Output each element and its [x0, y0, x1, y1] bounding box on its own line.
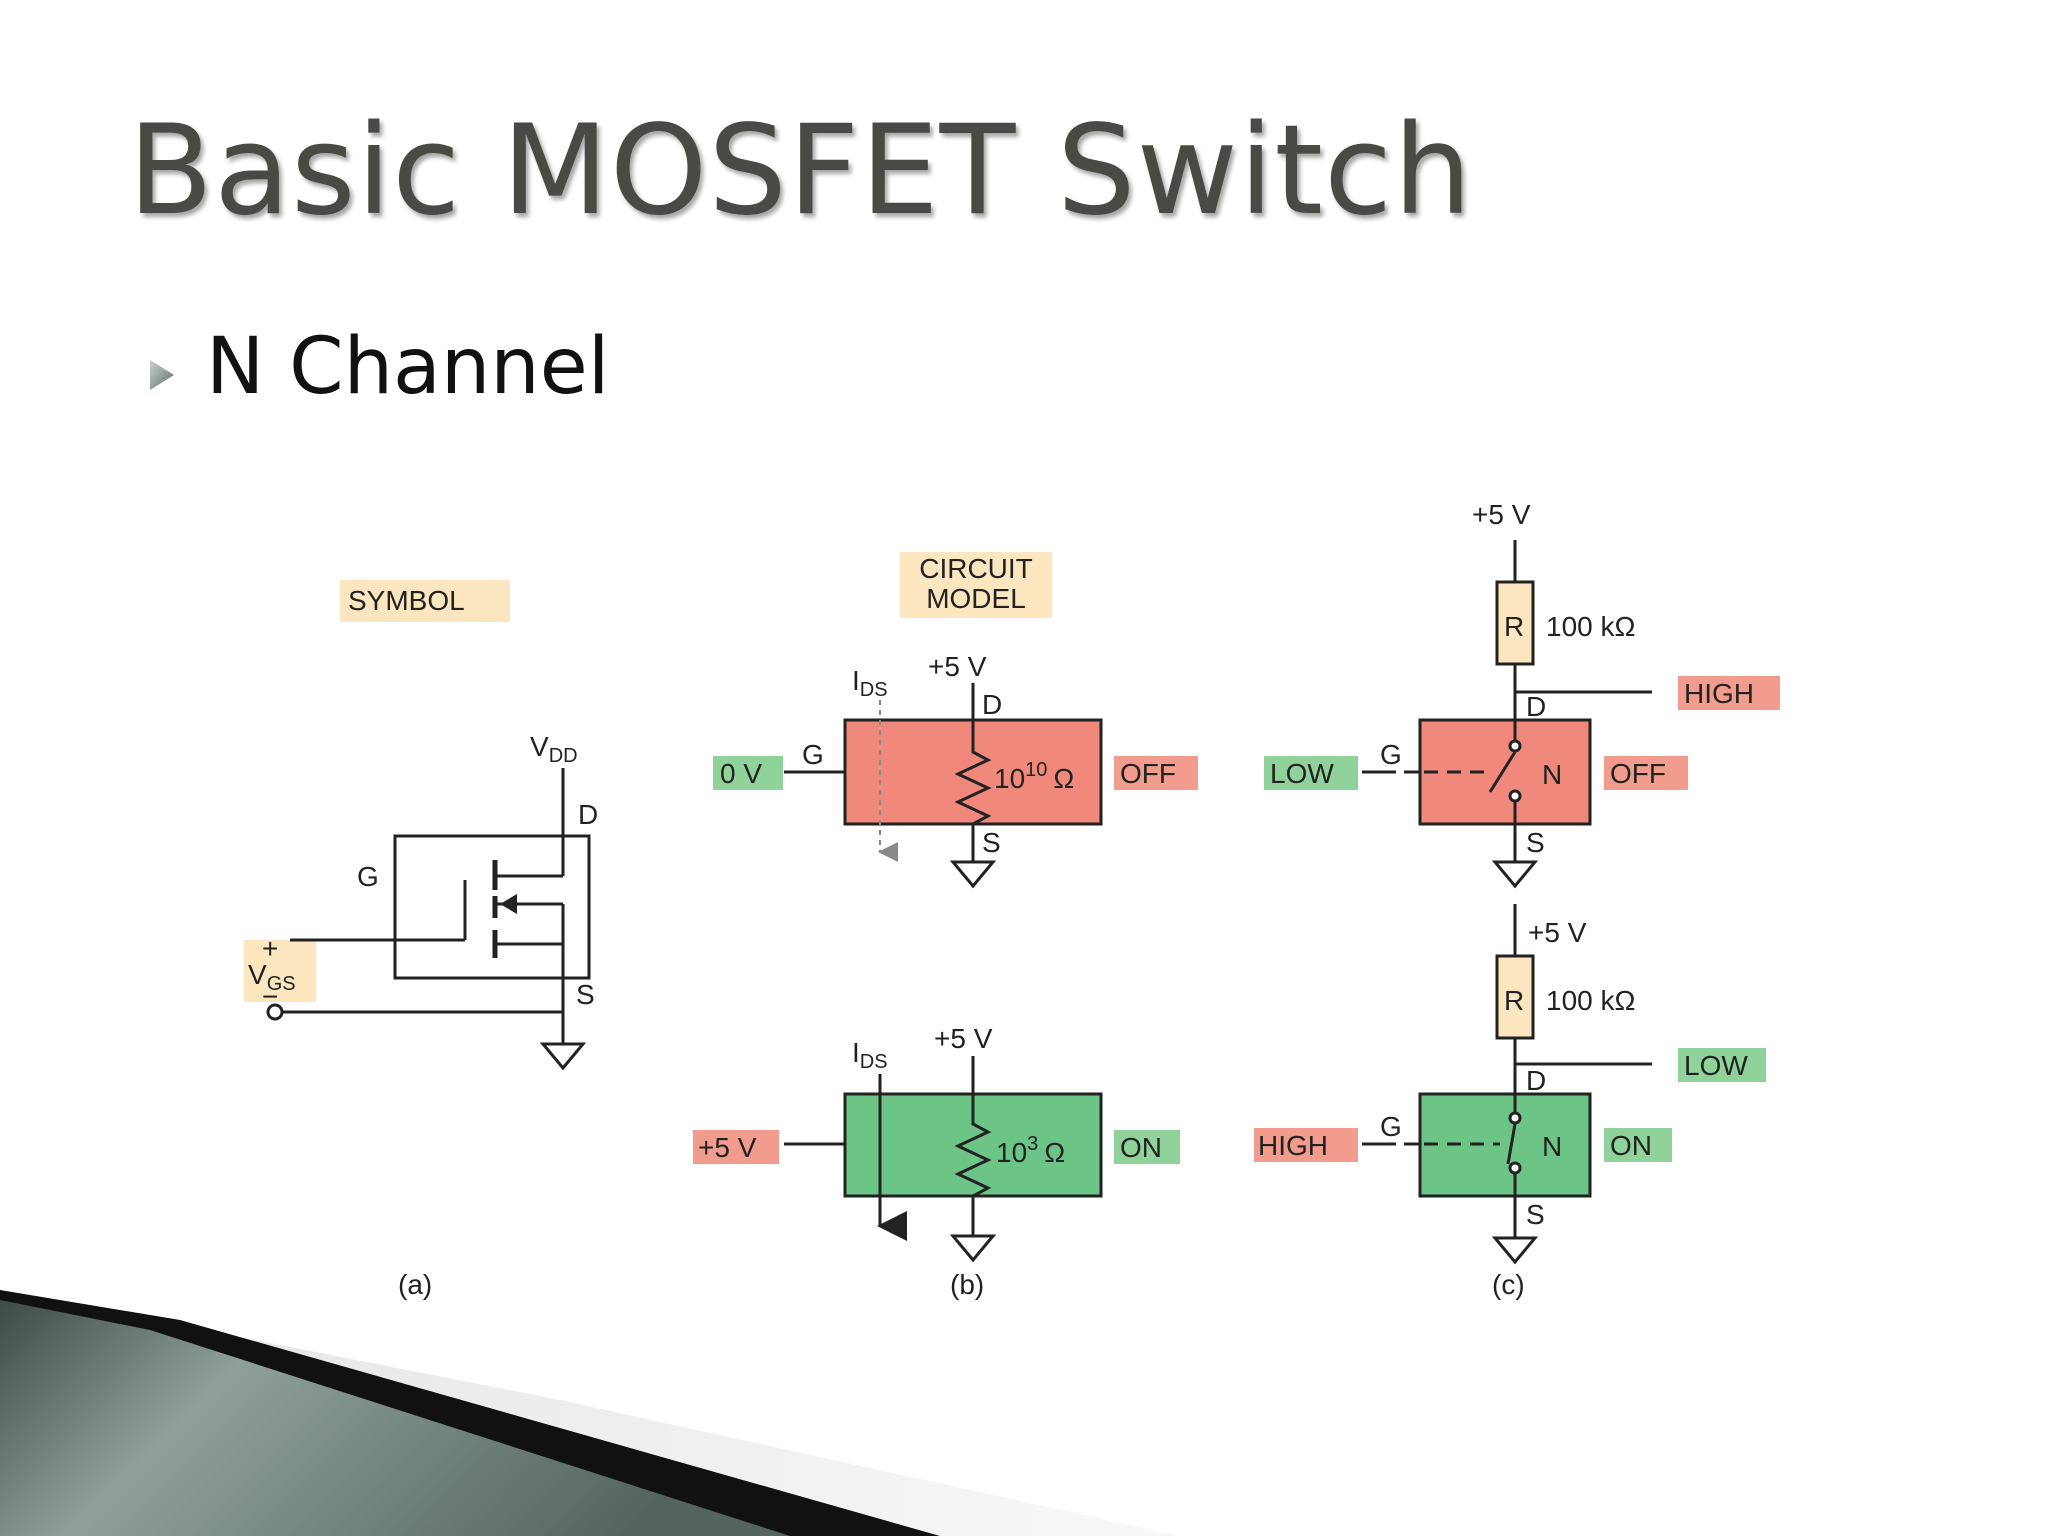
ground-icon-b-bottom	[949, 1234, 997, 1263]
ground-icon-c-bottom	[1491, 1236, 1539, 1265]
gate-value-b-top: 0 V	[720, 758, 762, 789]
slide-title: Basic MOSFET Switch	[128, 99, 1473, 243]
resistor-value-c-top: 100 kΩ	[1546, 611, 1635, 642]
gate-c-bottom: G	[1380, 1111, 1402, 1142]
resistor-value-c-bottom: 100 kΩ	[1546, 985, 1635, 1016]
vgs-label-bg	[244, 940, 316, 1002]
ground-icon	[539, 1042, 587, 1071]
n-label-c-bottom: N	[1542, 1131, 1562, 1162]
supply-c-top: +5 V	[1472, 499, 1531, 530]
vgs-minus: −	[262, 981, 278, 1012]
symbol-heading: SYMBOL	[348, 585, 465, 616]
state-c-top: OFF	[1610, 758, 1666, 789]
body-arrow-icon	[500, 894, 517, 914]
gate-value-b-bottom: +5 V	[698, 1132, 757, 1163]
gate-b-top: G	[802, 739, 824, 770]
output-c-bottom: LOW	[1684, 1050, 1748, 1081]
drain-c-bottom: D	[1526, 1065, 1546, 1096]
caption-c: (c)	[1492, 1269, 1525, 1300]
supply-c-bottom: +5 V	[1528, 917, 1587, 948]
ground-icon-b-top	[949, 860, 997, 889]
circuit-model-heading-1: CIRCUIT	[919, 553, 1033, 584]
vgs-plus: +	[262, 933, 278, 964]
drain-b-top: D	[982, 689, 1002, 720]
drain-c-top: D	[1526, 691, 1546, 722]
vdd-label: VDD	[530, 731, 578, 767]
pullup-resistor-bottom	[1495, 954, 1535, 1040]
source-b-top: S	[982, 827, 1001, 858]
input-c-bottom: HIGH	[1258, 1130, 1328, 1161]
bullet-text: N Channel	[206, 322, 610, 412]
source-c-bottom: S	[1526, 1199, 1545, 1230]
supply-b-top: +5 V	[928, 651, 987, 682]
state-b-top: OFF	[1120, 758, 1176, 789]
state-b-bottom: ON	[1120, 1132, 1162, 1163]
caption-a: (a)	[398, 1269, 432, 1300]
ground-icon-c-top	[1491, 860, 1539, 889]
ids-label-top: IDS	[852, 665, 888, 701]
vgs-label: VGS	[248, 959, 296, 995]
ids-label-bottom: IDS	[852, 1037, 888, 1073]
resistor-label-c-top: R	[1504, 611, 1524, 642]
switch-section	[1254, 540, 1780, 1265]
source-label: S	[576, 979, 595, 1010]
gate-c-top: G	[1380, 739, 1402, 770]
circuit-model-heading-bg	[900, 552, 1052, 618]
circuit-model-section	[693, 552, 1198, 1263]
mosfet-package	[393, 834, 591, 980]
triangle-bullet-icon	[150, 360, 174, 390]
source-c-top: S	[1526, 827, 1545, 858]
resistor-label-c-bottom: R	[1504, 985, 1524, 1016]
output-c-top: HIGH	[1684, 678, 1754, 709]
gate-label: G	[357, 861, 379, 892]
symbol-section	[244, 580, 591, 1071]
n-label-c-top: N	[1542, 759, 1562, 790]
drain-label: D	[578, 799, 598, 830]
symbol-heading-bg	[340, 580, 510, 622]
state-c-bottom: ON	[1610, 1130, 1652, 1161]
caption-b: (b)	[950, 1269, 984, 1300]
supply-b-bottom: +5 V	[934, 1023, 993, 1054]
input-c-top: LOW	[1270, 758, 1334, 789]
circuit-model-heading-2: MODEL	[926, 583, 1026, 614]
